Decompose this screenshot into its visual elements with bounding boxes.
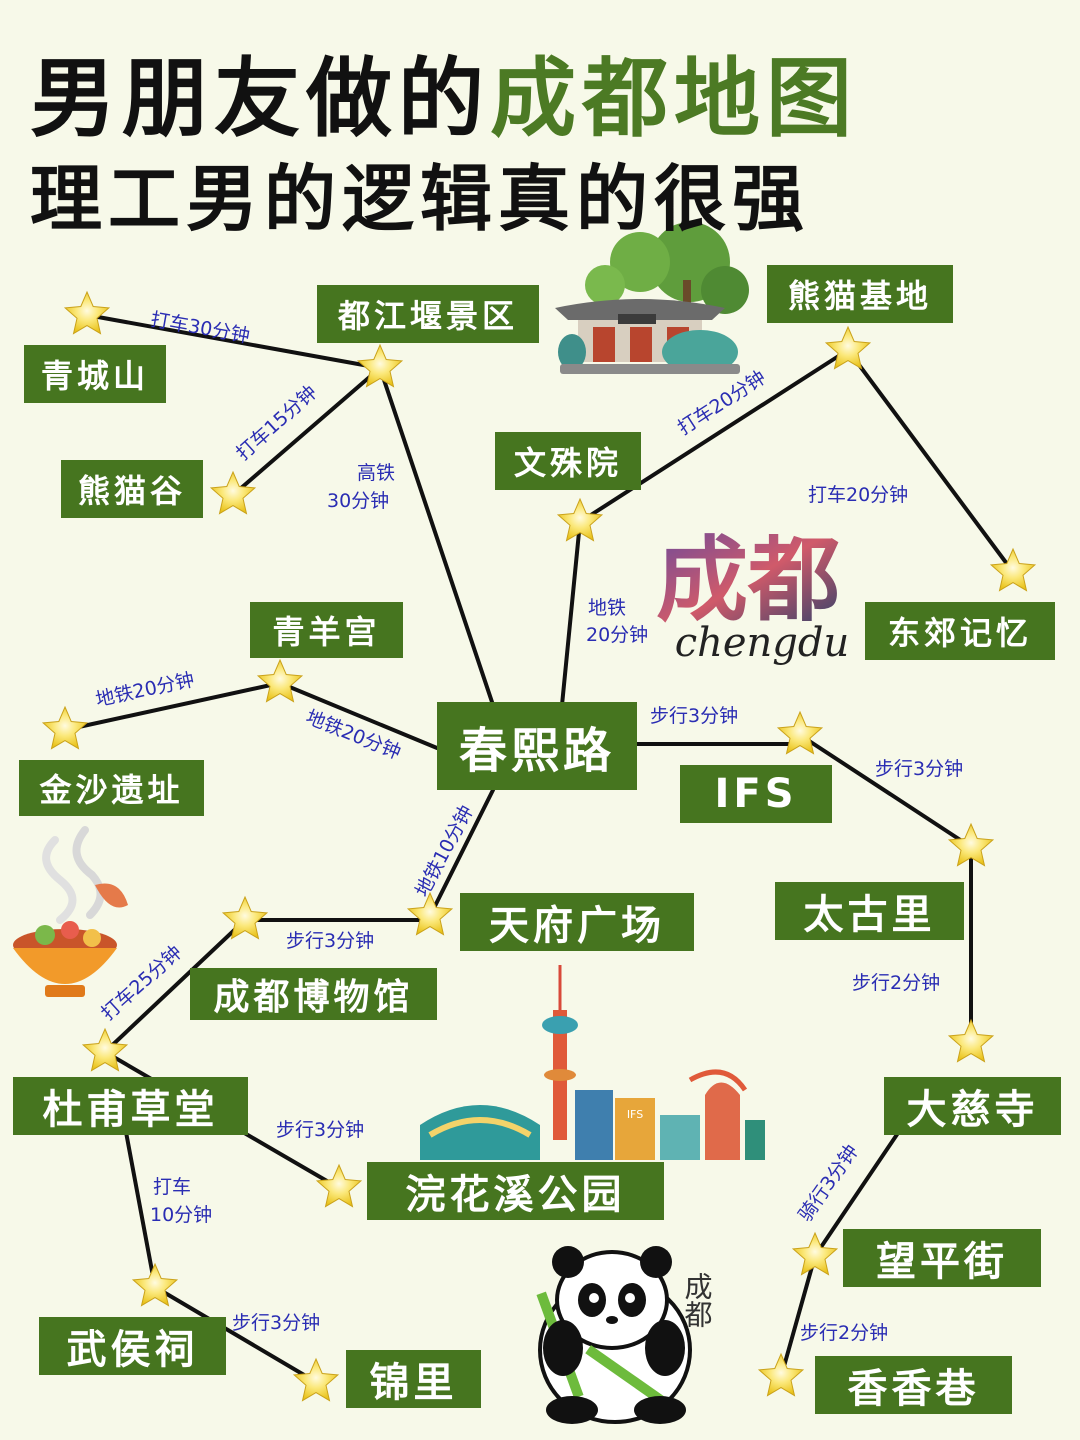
- place-label-dongjiaojiyi: 东郊记忆: [865, 602, 1055, 660]
- place-label-taikuli: 太古里: [775, 882, 964, 940]
- route-wenshu-chunxi: [560, 520, 582, 707]
- route-wangping-xiangxiang: [779, 1254, 817, 1379]
- place-label-xiongmaogu: 熊猫谷: [61, 460, 203, 518]
- route-jidi-dongjiao: [846, 348, 1015, 574]
- route-xiongmaogu-dujiangyan: [231, 366, 382, 497]
- star-wenshuyuan: [556, 497, 604, 542]
- route-wenshu-jidi: [578, 348, 850, 524]
- place-label-xiangxiangxiang: 香香巷: [815, 1356, 1012, 1414]
- place-label-wenshuyuan: 文殊院: [495, 432, 641, 490]
- star-wuhouci: [131, 1262, 179, 1307]
- title-prefix: 男朋友做的: [30, 49, 490, 149]
- temple-illustration: [555, 222, 749, 374]
- route-jinsha-qingyang: [63, 681, 282, 732]
- route-label-wuhou-jinli: 步行3分钟: [232, 1312, 321, 1334]
- route-label-wenshu-chunxi-1: 地铁: [588, 597, 627, 619]
- place-label-ifs: IFS: [680, 765, 832, 823]
- place-label-dufucaotang: 杜甫草堂: [13, 1077, 248, 1135]
- place-label-chunxilu: 春熙路: [437, 702, 637, 790]
- route-ifs-taikuli: [798, 733, 973, 849]
- route-label-dufu-wuhou-2: 10分钟: [150, 1204, 213, 1226]
- tower-sign: IFS: [627, 1108, 643, 1121]
- route-qingyang-chunxi: [278, 681, 439, 750]
- route-daci-wangping: [813, 1128, 902, 1258]
- route-label-ifs-taikuli: 步行3分钟: [875, 758, 964, 780]
- star-xiongmaojidi: [824, 325, 872, 370]
- route-label-dufu-huanhua: 步行3分钟: [276, 1119, 365, 1141]
- star-dujiangyan: [356, 343, 404, 388]
- route-label-taikuli-daci: 步行2分钟: [852, 972, 941, 994]
- star-huanhuaxi: [315, 1163, 363, 1208]
- chengdu-logo: 成都 chengdu: [656, 527, 849, 666]
- title-line-2: 理工男的逻辑真的很强: [30, 157, 811, 241]
- star-dongjiaojiyi: [989, 547, 1037, 592]
- star-ifs: [776, 710, 824, 755]
- route-label-tianfu-bowuguan: 步行3分钟: [286, 930, 375, 952]
- tv-tower-skyline-illustration: IFS: [420, 965, 765, 1160]
- route-wuhou-jinli: [153, 1285, 318, 1384]
- place-label-huanhuaxi: 浣花溪公园: [367, 1162, 664, 1220]
- route-dujiangyan-chunxi: [378, 366, 495, 707]
- place-label-wuhouci: 武侯祠: [39, 1317, 226, 1375]
- station-stars: [41, 290, 1037, 1402]
- route-chunxi-tianfu: [428, 788, 495, 918]
- star-taikuli: [947, 822, 995, 867]
- route-bowuguan-dufu: [103, 918, 247, 1054]
- star-tianfuguangchang: [406, 891, 454, 936]
- hotpot-illustration: [13, 826, 128, 997]
- route-label-dufu-wuhou-1: 打车: [153, 1176, 192, 1198]
- title-accent: 成都地图: [490, 49, 858, 149]
- place-label-daci: 大慈寺: [884, 1077, 1061, 1135]
- place-label-chengdubowuguan: 成都博物馆: [190, 968, 437, 1020]
- place-label-dujiangyan: 都江堰景区: [317, 285, 539, 343]
- star-daci: [947, 1018, 995, 1063]
- star-qingchengshan: [63, 290, 111, 335]
- place-label-wangpingjie: 望平街: [843, 1229, 1041, 1287]
- logo-subtitle: chengdu: [675, 620, 850, 666]
- route-label-wangping-xiangxiang: 步行2分钟: [800, 1322, 889, 1344]
- panda-text: 成都: [681, 1272, 714, 1328]
- star-wangpingjie: [791, 1231, 839, 1276]
- route-label-dujiangyan-chunxi-2: 30分钟: [327, 490, 390, 512]
- place-label-jinshayizhi: 金沙遗址: [19, 760, 204, 816]
- route-lines: [63, 313, 1015, 1384]
- route-label-wenshu-chunxi-2: 20分钟: [586, 624, 649, 646]
- star-jinli: [292, 1357, 340, 1402]
- place-label-tianfuguangchang: 天府广场: [460, 893, 694, 951]
- star-xiongmaogu: [209, 470, 257, 515]
- logo-title: 成都: [656, 527, 840, 634]
- star-dufucaotang: [81, 1027, 129, 1072]
- star-xiangxiangxiang: [757, 1352, 805, 1397]
- place-label-qingyanggong: 青羊宫: [250, 602, 403, 658]
- route-qingcheng-dujiangyan: [85, 313, 382, 370]
- panda-illustration: 成都: [536, 1246, 714, 1424]
- route-label-dujiangyan-chunxi-1: 高铁: [357, 462, 396, 484]
- route-label-chunxi-ifs: 步行3分钟: [650, 705, 739, 727]
- star-chengdubowuguan: [221, 895, 269, 940]
- place-label-xiongmaojidi: 熊猫基地: [767, 265, 953, 323]
- place-label-jinli: 锦里: [346, 1350, 481, 1408]
- title-line-1: 男朋友做的成都地图: [30, 28, 858, 153]
- route-label-jidi-dongjiao: 打车20分钟: [808, 484, 909, 506]
- star-qingyanggong: [256, 658, 304, 703]
- star-jinshayizhi: [41, 705, 89, 750]
- place-label-qingchengshan: 青城山: [24, 345, 166, 403]
